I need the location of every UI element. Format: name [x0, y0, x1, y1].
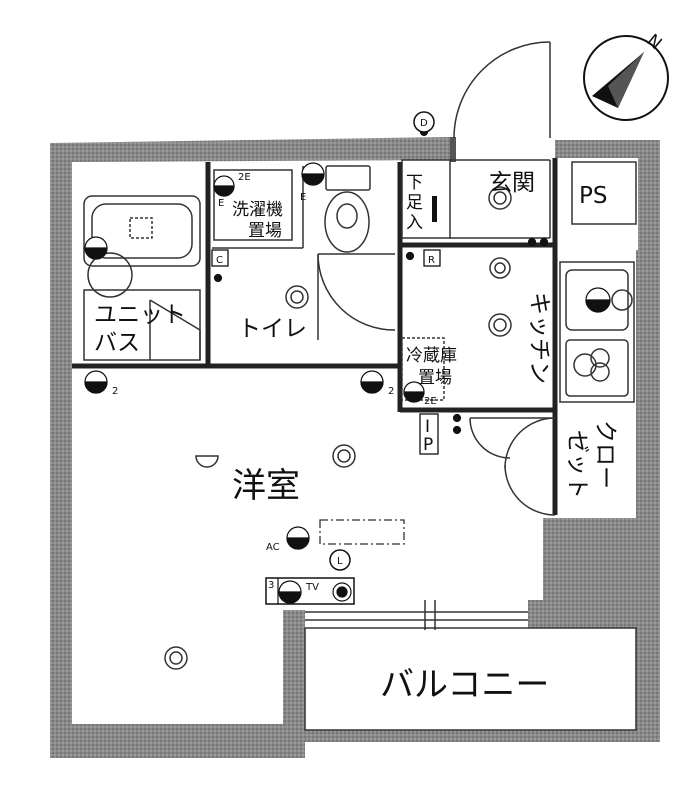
panel-box-c: [211, 249, 229, 267]
label-closet-2: ゼット: [564, 430, 590, 499]
label-unit-1: ユニット: [94, 302, 186, 328]
balcony-outline: [304, 600, 637, 731]
symbol-d: D: [420, 118, 428, 129]
ip-box: [419, 413, 439, 455]
entrance-door: [453, 41, 551, 139]
getabako-bar: [432, 196, 437, 222]
symbol-2-mid: 2: [388, 386, 394, 397]
interior-walls: [72, 158, 558, 515]
symbol-ip-i: I: [425, 417, 430, 437]
symbol-e1: E: [300, 192, 306, 203]
symbol-e2: E: [218, 198, 224, 209]
label-ps: PS: [579, 183, 607, 209]
label-western-room: 洋室: [232, 466, 300, 506]
symbol-2e-washer: 2E: [238, 172, 251, 183]
ps-box: [571, 161, 637, 225]
symbol-l: L: [337, 556, 343, 567]
label-washer-1: 洗濯機: [232, 200, 283, 220]
kitchen-counter: [559, 261, 635, 403]
label-closet-1: クロー: [592, 420, 618, 489]
toilet-door: [317, 253, 396, 340]
label-washer-2: 置場: [248, 221, 282, 241]
light-switch-icon: [329, 549, 351, 571]
symbol-2-left: 2: [112, 386, 118, 397]
label-getabako-2: 足: [406, 193, 423, 213]
exterior-walls: [50, 137, 660, 758]
toilet-bowl: [324, 165, 371, 253]
ac-unit-outline: [319, 519, 405, 545]
intercom-box-r: [423, 249, 441, 267]
doorbell-icon: [413, 111, 435, 133]
washer-space: [213, 169, 293, 241]
label-unit-2: バス: [94, 330, 140, 356]
label-fridge-1: 冷蔵庫: [406, 346, 457, 366]
entrance-door-post: [450, 137, 456, 162]
bathtub: [83, 195, 201, 361]
symbol-ac: AC: [266, 542, 280, 553]
label-toilet: トイレ: [238, 316, 307, 342]
label-getabako-3: 入: [406, 213, 423, 233]
label-balcony: バルコニー: [380, 665, 549, 705]
ceiling-lights: [164, 186, 512, 670]
panel-strip: [265, 577, 355, 605]
symbol-tv: TV: [305, 582, 319, 593]
symbol-3: 3: [268, 580, 274, 591]
interior-thin-lines: [212, 159, 551, 401]
symbol-r: R: [428, 255, 435, 266]
compass: [583, 35, 669, 121]
closet-doors: [469, 417, 556, 516]
wall-light-icon: [195, 455, 219, 468]
symbol-2e-fridge: 2E: [424, 396, 437, 407]
label-kitchen: キッチン: [526, 292, 552, 384]
symbol-ip-p: P: [423, 435, 433, 455]
label-genkan: 玄関: [489, 170, 535, 196]
label-fridge-2: 置場: [418, 368, 452, 388]
label-getabako-1: 下: [406, 173, 423, 193]
symbol-c: C: [216, 255, 223, 266]
outlet-icons: [84, 127, 611, 604]
